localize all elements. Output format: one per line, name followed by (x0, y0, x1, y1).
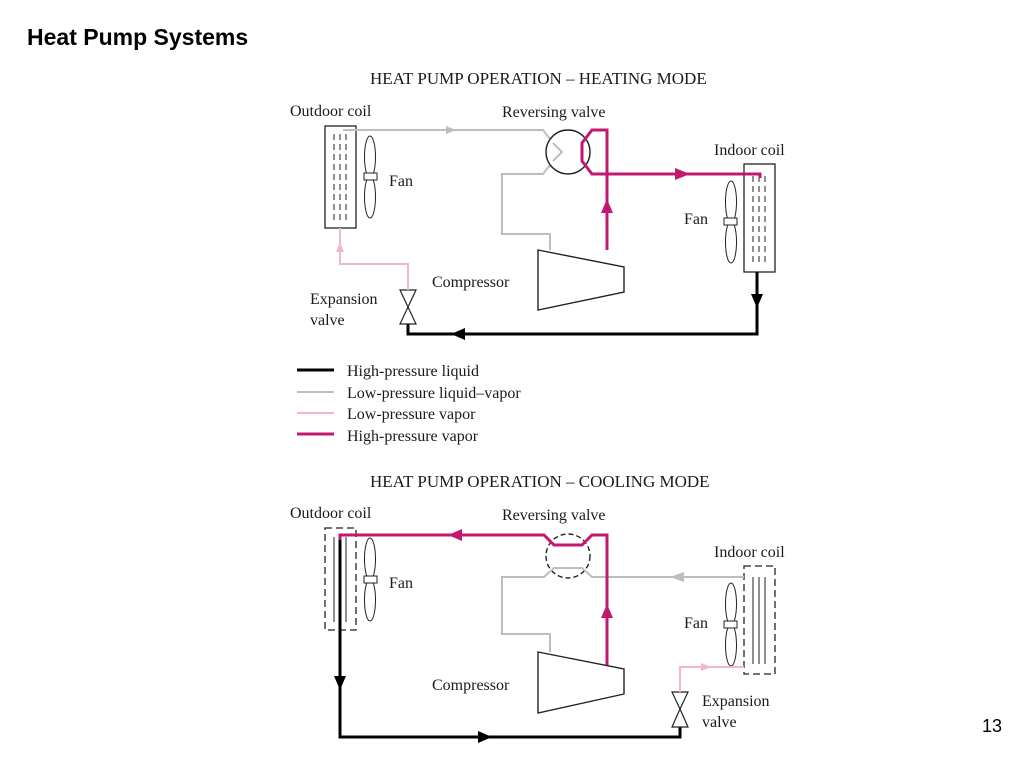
heating-outdoor-fan-icon (363, 135, 378, 219)
heating-expansion-label-1: Expansion (310, 291, 378, 308)
legend-item-high-pressure-vapor: High-pressure vapor (347, 428, 479, 445)
heating-reversing-valve-label: Reversing valve (502, 104, 606, 121)
cooling-pipes (334, 529, 744, 743)
heating-title: HEAT PUMP OPERATION – HEATING MODE (370, 69, 707, 88)
heating-indoor-fan-label: Fan (684, 211, 708, 228)
cooling-expansion-label-1: Expansion (702, 693, 770, 710)
cooling-outdoor-fan-label: Fan (389, 575, 413, 592)
heating-outdoor-fan-label: Fan (389, 173, 413, 190)
heating-expansion-label-2: valve (310, 312, 345, 329)
cooling-indoor-fan-icon (723, 582, 738, 667)
cooling-outdoor-coil-label: Outdoor coil (290, 505, 372, 522)
cooling-outdoor-fan-icon (363, 537, 378, 622)
legend: High-pressure liquid Low-pressure liquid… (297, 363, 521, 445)
legend-item-low-pressure-liquid-vapor: Low-pressure liquid–vapor (347, 385, 521, 402)
heating-compressor-label: Compressor (432, 274, 510, 291)
heating-outdoor-coil-label: Outdoor coil (290, 103, 372, 120)
cooling-indoor-fan-label: Fan (684, 615, 708, 632)
cooling-expansion-label-2: valve (702, 714, 737, 731)
legend-item-low-pressure-vapor: Low-pressure vapor (347, 406, 476, 423)
heating-indoor-coil (743, 163, 776, 273)
cooling-indoor-coil-label: Indoor coil (714, 544, 785, 561)
cooling-title: HEAT PUMP OPERATION – COOLING MODE (370, 472, 710, 491)
cooling-diagram: HEAT PUMP OPERATION – COOLING MODE Outdo… (290, 472, 785, 743)
slide-title: Heat Pump Systems (27, 24, 249, 50)
page-number: 13 (982, 716, 1003, 736)
heating-diagram: HEAT PUMP OPERATION – HEATING MODE Outdo… (290, 69, 785, 340)
heating-pipes (336, 126, 763, 340)
heating-compressor (537, 249, 625, 311)
legend-item-high-pressure-liquid: High-pressure liquid (347, 363, 479, 380)
cooling-compressor (537, 651, 625, 714)
cooling-compressor-label: Compressor (432, 677, 510, 694)
cooling-reversing-valve-label: Reversing valve (502, 507, 606, 524)
heating-outdoor-coil (324, 125, 357, 229)
heating-indoor-fan-icon (723, 180, 738, 264)
cooling-indoor-coil (743, 565, 776, 675)
heating-indoor-coil-label: Indoor coil (714, 142, 785, 159)
